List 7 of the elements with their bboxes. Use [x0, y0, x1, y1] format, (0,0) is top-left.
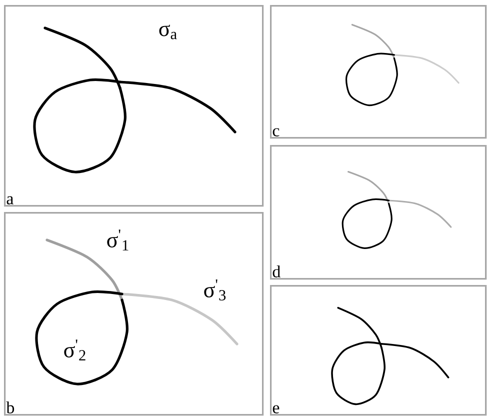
- stress-symbol: σ$^{'}$2: [64, 340, 86, 360]
- panel-frame: d: [270, 145, 487, 280]
- stress-symbol: σ$^{'}$1: [107, 230, 128, 250]
- stress-symbol: σ$^{'}$3: [204, 280, 226, 300]
- panel-frame: e: [270, 285, 487, 416]
- panel-frame: c: [270, 5, 487, 139]
- stress-symbol: σ$_{a}$: [159, 24, 177, 40]
